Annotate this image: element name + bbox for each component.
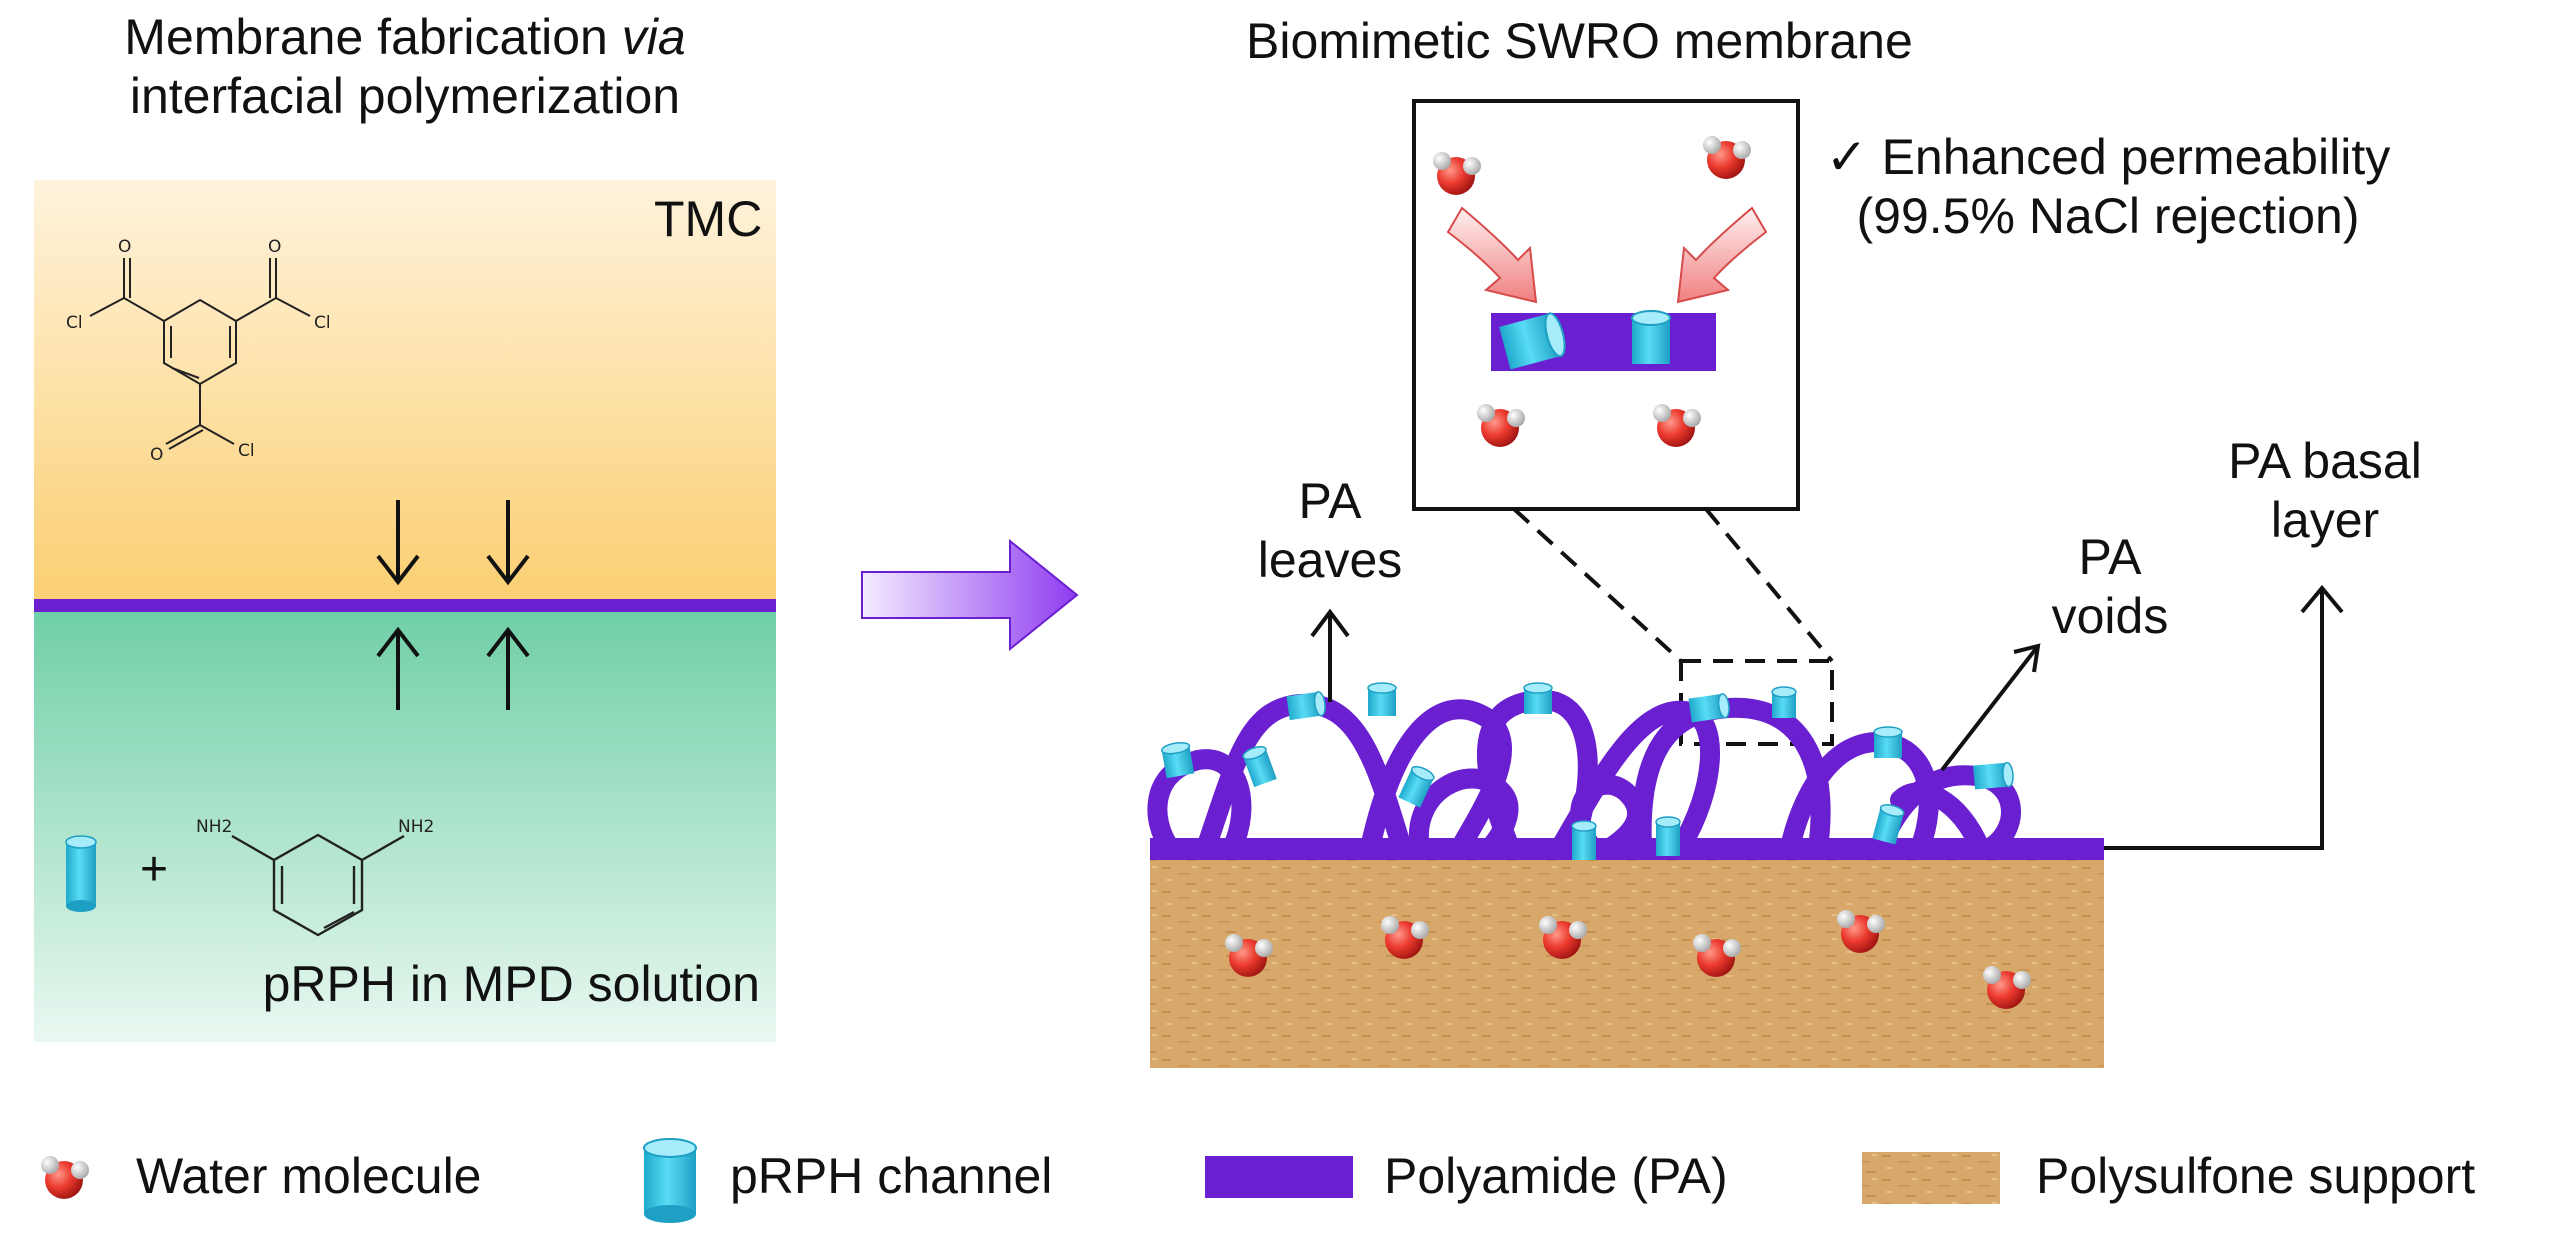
plus-sign: + (140, 843, 169, 896)
mpd-nh2-right: NH2 (398, 817, 434, 837)
legend-channel-icon (643, 1138, 697, 1223)
tmc-cl-3: Cl (238, 441, 255, 461)
process-arrow (861, 538, 1079, 652)
prph-channel-icon (65, 835, 97, 912)
tmc-phase (34, 180, 776, 602)
tmc-cl-1: Cl (66, 313, 83, 333)
legend-support-label: Polysulfone support (2036, 1148, 2476, 1204)
mpd-molecule (231, 833, 405, 937)
tmc-molecule (89, 258, 311, 450)
right-panel-title: Biomimetic SWRO membrane (1246, 13, 1913, 69)
tmc-label: TMC (654, 191, 763, 247)
inset-flow-arrows (1446, 206, 1768, 304)
inset-membrane (1491, 310, 1716, 371)
mpd-atoms: NH2 NH2 (196, 817, 434, 837)
legend-channel-label: pRPH channel (730, 1148, 1053, 1204)
legend-water-icon (41, 1156, 89, 1199)
legend-water-label: Water molecule (136, 1148, 482, 1204)
interface-polyamide-line (34, 599, 776, 612)
tmc-atoms: O O O Cl Cl Cl (66, 237, 331, 465)
pa-leaves-line1: PA (1298, 473, 1362, 529)
pa-basal-line2: layer (2270, 492, 2380, 548)
pa-basal-label: PA basal layer (2180, 432, 2470, 550)
left-title-line1-b: via (621, 9, 686, 65)
polyamide-basal-layer (1150, 838, 2104, 860)
pa-voids-label: PA voids (2000, 528, 2220, 646)
tmc-cl-2: Cl (314, 313, 331, 333)
legend-support-swatch (1862, 1152, 2000, 1204)
annotation-arrows (1310, 584, 2344, 850)
left-title-line1-a: Membrane fabrication (124, 9, 622, 65)
mpd-phase (34, 610, 776, 1042)
embedded-channels (1161, 682, 2014, 860)
benefit-line2: (99.5% NaCl rejection) (1856, 188, 2360, 244)
diffusion-arrows (376, 500, 530, 710)
pa-voids-line1: PA (2078, 529, 2142, 585)
pa-voids-line2: voids (2051, 588, 2169, 644)
left-panel-title: Membrane fabrication via interfacial pol… (34, 8, 776, 126)
svg-text:O: O (150, 445, 163, 465)
mpd-nh2-left: NH2 (196, 817, 232, 837)
benefit-label: ✓ Enhanced permeability (99.5% NaCl reje… (1808, 128, 2408, 246)
pa-leaves-label: PA leaves (1190, 472, 1470, 590)
polysulfone-support (1150, 858, 2104, 1068)
svg-text:O: O (268, 237, 281, 257)
legend-polyamide-label: Polyamide (PA) (1384, 1148, 1728, 1204)
benefit-line1: ✓ Enhanced permeability (1825, 129, 2391, 185)
solution-label: pRPH in MPD solution (262, 956, 760, 1012)
left-title-line2: interfacial polymerization (129, 68, 681, 124)
pa-basal-line1: PA basal (2228, 433, 2422, 489)
legend-polyamide-swatch (1205, 1156, 1353, 1198)
pa-leaves-line2: leaves (1257, 532, 1403, 588)
svg-text:O: O (118, 237, 131, 257)
